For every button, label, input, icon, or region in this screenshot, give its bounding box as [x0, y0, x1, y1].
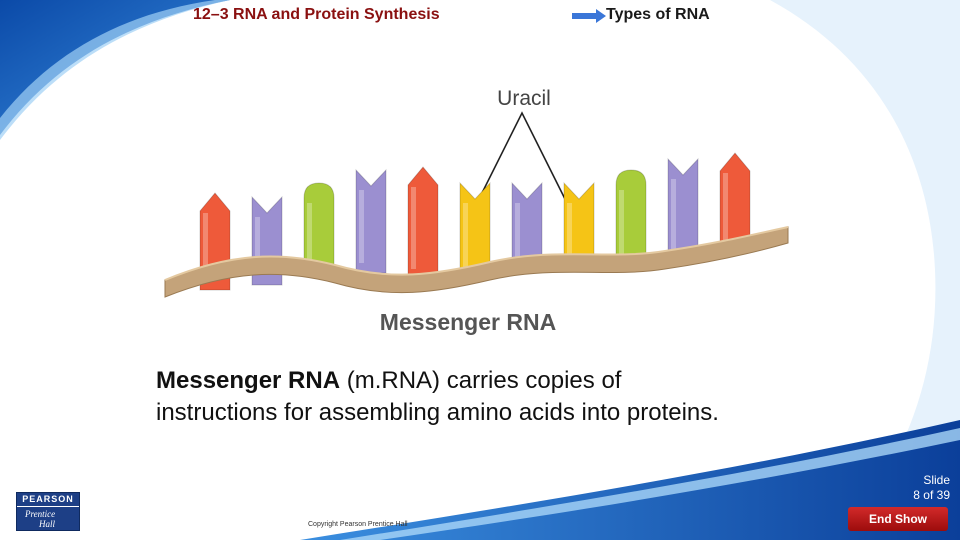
body-line2: instructions for assembling amino acids … [156, 399, 719, 426]
pearson-logo: PEARSON Prentice Hall [16, 492, 80, 531]
body-line1-rest: (m.RNA) carries copies of [340, 367, 622, 394]
slide-word: Slide [923, 473, 950, 487]
base-highlight-2 [255, 217, 260, 275]
logo-bottom: Prentice Hall [17, 507, 79, 529]
body-term: Messenger RNA [156, 367, 341, 394]
uracil-label: Uracil [497, 87, 551, 110]
header-title: 12–3 RNA and Protein Synthesis [193, 6, 440, 23]
logo-line1: Prentice [25, 509, 56, 519]
base-highlight-8 [567, 203, 572, 261]
base-highlight-4 [359, 190, 364, 263]
backbone-highlight [164, 226, 789, 281]
uracil-pointer-lines [475, 111, 569, 206]
base-highlight-3 [307, 203, 312, 265]
base-highlight-1 [203, 213, 208, 280]
base-highlight-7 [515, 203, 520, 261]
base-9 [615, 169, 647, 266]
logo-line2: Hall [39, 519, 56, 529]
slide-count: 8 of 39 [913, 488, 950, 502]
base-highlight-5 [411, 187, 416, 269]
base-highlight-11 [723, 173, 728, 241]
base-highlight-9 [619, 190, 624, 255]
end-show-button[interactable]: End Show [848, 507, 948, 531]
right-swoosh [770, 0, 960, 540]
body-paragraph: Messenger RNA (m.RNA) carries copies of … [156, 365, 876, 429]
mrna-figure: Uracil Messenger RNA [160, 75, 800, 345]
bottom-swoosh [300, 420, 960, 540]
top-left-swoosh [0, 0, 230, 135]
nitrogen-bases [199, 152, 751, 291]
copyright-text: Copyright Pearson Prentice Hall [308, 521, 408, 528]
section-title: Types of RNA [606, 6, 710, 23]
arrow-right-icon [572, 9, 606, 23]
base-highlight-10 [671, 179, 676, 251]
base-highlight-6 [463, 203, 468, 269]
base-3 [303, 182, 335, 276]
messenger-rna-label: Messenger RNA [380, 309, 556, 335]
slide-number: Slide 8 of 39 [880, 473, 950, 503]
logo-top-text: PEARSON [17, 493, 79, 507]
